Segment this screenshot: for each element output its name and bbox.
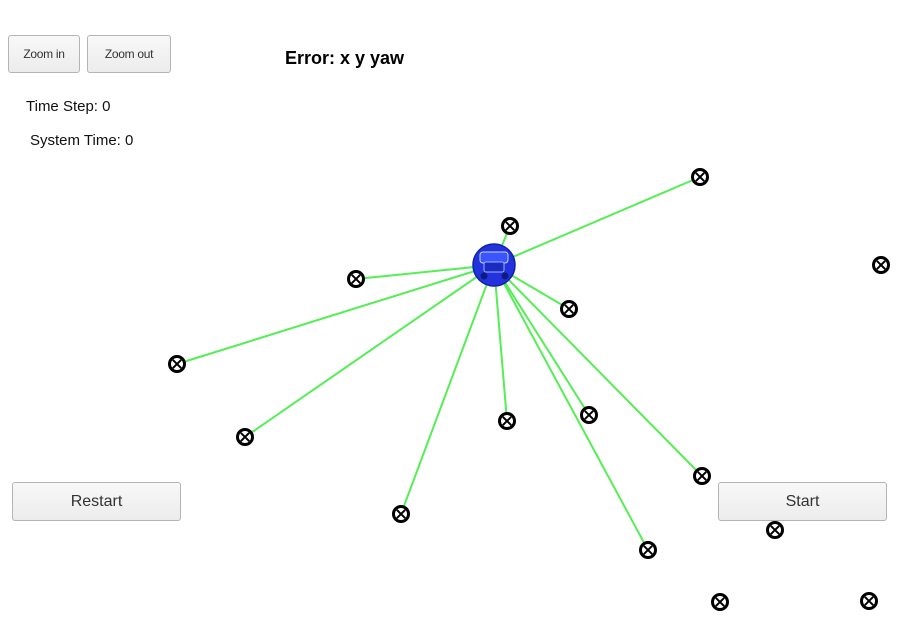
landmarks [168,168,890,611]
landmark-x-circle-icon [392,505,410,523]
time-step-label: Time Step: 0 [26,98,111,115]
observation-line [355,264,495,280]
landmark-x-circle-icon [693,467,711,485]
observation-lines [176,176,703,551]
landmark-x-circle-icon [639,541,657,559]
error-title: Error: x y yaw [285,48,405,68]
car-icon [472,243,516,287]
system-time-label: System Time: 0 [30,132,134,149]
landmark-x-circle-icon [498,412,516,430]
start-button[interactable]: Start [718,482,887,521]
observation-line [493,264,508,422]
landmark-x-circle-icon [860,592,878,610]
landmark-x-circle-icon [766,521,784,539]
observation-line [493,264,649,551]
landmark-x-circle-icon [711,593,729,611]
observation-line [244,264,495,438]
restart-button[interactable]: Restart [12,482,181,521]
zoom-out-button[interactable]: Zoom out [87,35,171,73]
landmark-x-circle-icon [580,406,598,424]
landmark-x-circle-icon [236,428,254,446]
observation-line [493,264,703,477]
landmark-x-circle-icon [347,270,365,288]
observation-line [493,176,701,266]
observation-line [400,264,495,515]
zoom-in-button[interactable]: Zoom in [8,35,80,73]
landmark-x-circle-icon [168,355,186,373]
observation-line [493,264,590,416]
observation-line [176,264,495,365]
landmark-x-circle-icon [560,300,578,318]
landmark-x-circle-icon [691,168,709,186]
landmark-x-circle-icon [872,256,890,274]
landmark-x-circle-icon [501,217,519,235]
